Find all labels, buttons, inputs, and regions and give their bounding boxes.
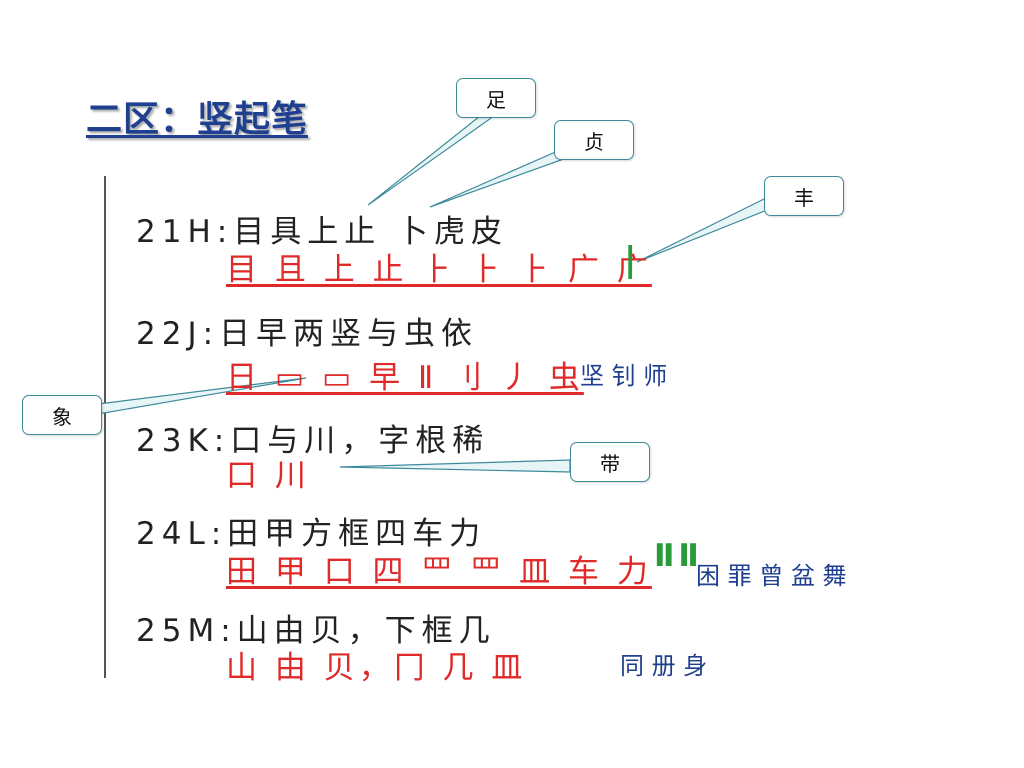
callout-dai: 带	[570, 442, 650, 482]
row-22j-examples: 坚 钊 师	[580, 362, 668, 390]
row-21h: 21H:目具上止 卜虎皮	[136, 214, 509, 250]
row-25m: 25M:山由贝，下框几	[136, 613, 496, 649]
row-25m-radicals: 山 由 贝，冂 几 皿	[226, 650, 527, 686]
row-24l-examples: 困 罪 曾 盆 舞	[696, 562, 847, 590]
page-title: 二区：竖起笔	[86, 99, 309, 140]
row-23k-radicals: 口 川	[226, 458, 310, 494]
row-24l: 24L:田甲方框四车力	[136, 516, 487, 552]
row-21h-green-stroke: |	[624, 240, 641, 280]
callout-xiang: 象	[22, 395, 102, 435]
row-23k: 23K:口与川，字根稀	[136, 423, 490, 459]
left-divider	[104, 176, 106, 678]
callout-zhen: 贞	[554, 120, 634, 160]
callout-feng: 丰	[764, 176, 844, 216]
callout-zu: 足	[456, 78, 536, 118]
row-22j-radicals: 日 ▭ ▭ 早 Ⅱ 刂 丿 虫	[226, 360, 584, 396]
row-24l-radicals: 田 甲 口 四 罒 罒 皿 车 力	[226, 554, 652, 590]
row-22j: 22J:日早两竖与虫依	[136, 316, 479, 352]
row-24l-green-strokes: ⅡⅡ	[654, 538, 703, 574]
row-25m-examples: 同 册 身	[620, 652, 708, 680]
row-21h-radicals: 目 且 上 止 ⺊ ⺊ ⺊ 广 广	[226, 252, 652, 288]
